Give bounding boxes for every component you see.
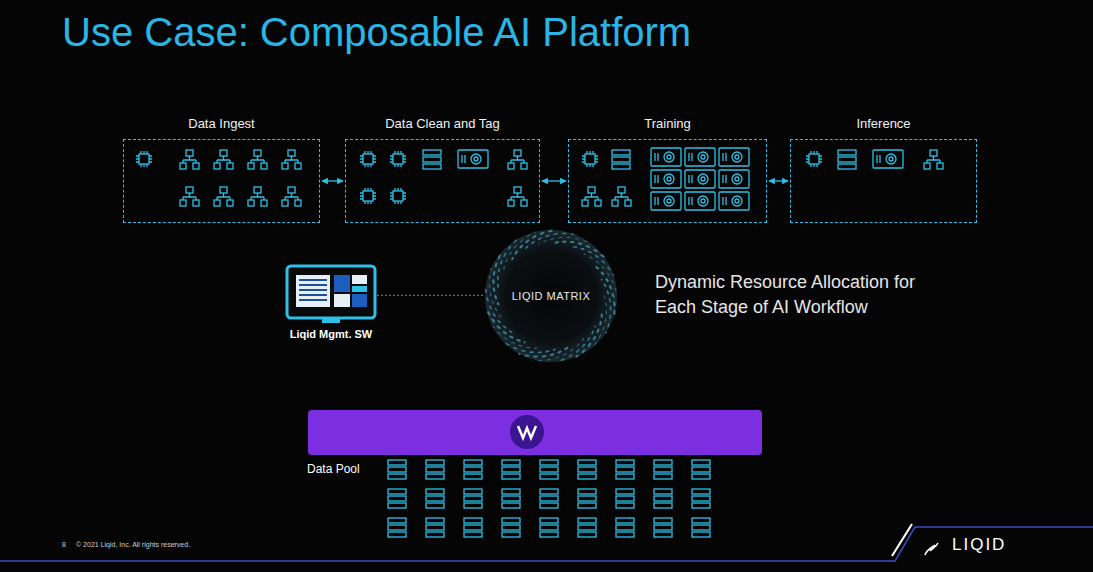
double-arrow [322, 180, 343, 181]
pool-label: Data Pool [307, 462, 360, 476]
dotted-link [377, 295, 483, 296]
slide-title: Use Case: Composable AI Platform [62, 10, 691, 55]
stage-box: Data Ingest [123, 139, 320, 223]
stage-box: Training [568, 139, 767, 223]
stage-heading: Data Clean and Tag [326, 116, 559, 131]
management-console: Liqid Mgmt. SW [287, 266, 375, 323]
stage-heading: Training [549, 116, 786, 131]
double-arrow [769, 180, 788, 181]
matrix-label: LIQID MATRIX [485, 290, 617, 302]
matrix-sphere: LIQID MATRIX [485, 230, 617, 362]
copyright: © 2021 Liqid, Inc. All rights reserved. [76, 541, 190, 548]
side-note: Dynamic Resource Allocation for Each Sta… [655, 270, 955, 320]
console-label: Liqid Mgmt. SW [267, 328, 395, 340]
stage-box: Inference [790, 139, 977, 223]
brand-logo: LIQID [952, 535, 1006, 555]
double-arrow [542, 180, 566, 181]
stage-box: Data Clean and Tag [345, 139, 540, 223]
stage-heading: Data Ingest [104, 116, 339, 131]
monitor-icon [287, 266, 375, 323]
stage-heading: Inference [771, 116, 996, 131]
page-number: 8 [62, 541, 66, 548]
